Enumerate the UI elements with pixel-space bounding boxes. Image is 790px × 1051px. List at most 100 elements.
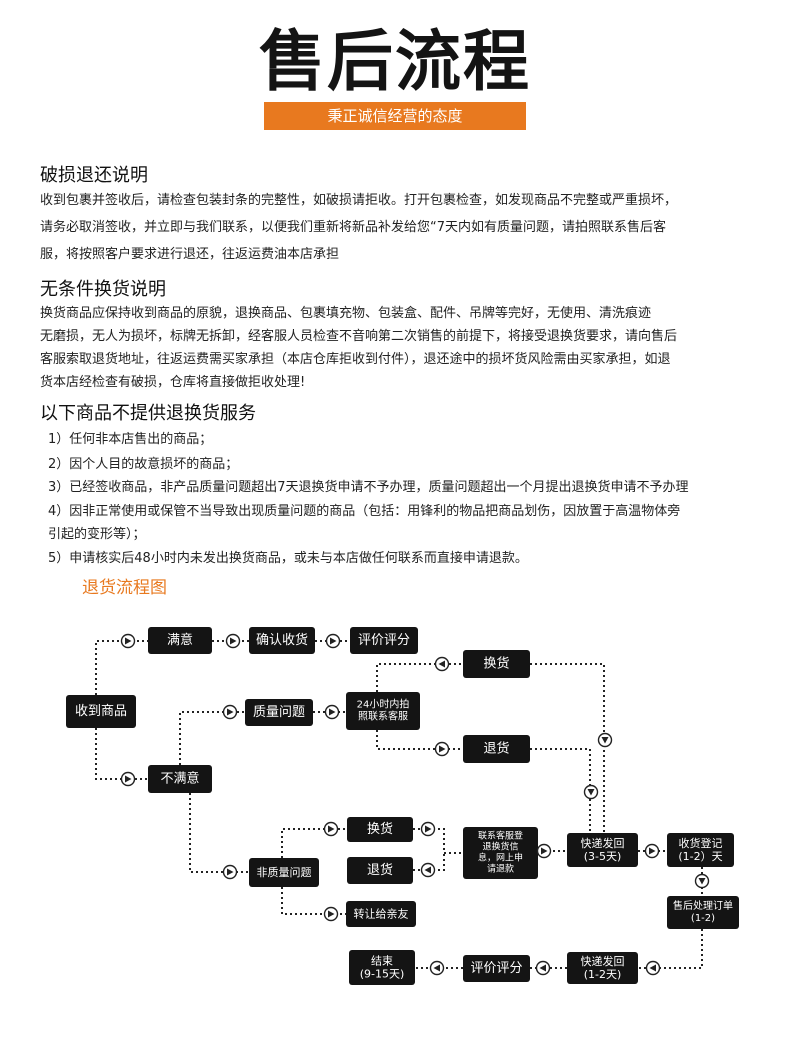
flow-node-label: 快递发回 [581,954,625,968]
flow-node-label: 换货 [367,821,393,837]
flow-arrow-icon [434,656,450,672]
flow-connector [376,730,463,750]
list-item: 引起的变形等）； [48,527,146,542]
flow-arrow-icon [120,633,136,649]
flow-node-gift: 转让给亲友 [346,901,416,927]
flow-connector [530,748,591,833]
section-heading-damage-return: 破损退还说明 [40,165,148,186]
flow-connector [281,887,346,915]
flow-node-label: 请退款 [487,863,514,875]
flow-node-label: 收到商品 [75,704,127,719]
flow-node-unsatisfied: 不满意 [148,765,212,793]
flow-node-label: 联系客服登 [478,830,523,842]
section-text-line: 收到包裹并签收后，请检查包装封条的完整性，如破损请拒收。打开包裹检查，如发现商品… [40,193,678,208]
flow-title: 退货流程图 [82,578,167,598]
flow-node-label: (1-2）天 [678,850,722,863]
flow-arrow-icon [429,960,445,976]
flow-node-label: 质量问题 [253,705,305,720]
flow-node-rate2: 评价评分 [463,955,530,982]
flow-node-confirm: 确认收货 [249,627,315,654]
flow-node-label: 结束 [371,955,393,968]
section-text-line: 货本店经检查有破损，仓库将直接做拒收处理! [40,375,306,390]
flow-node-label: 非质量问题 [257,866,312,879]
section-text-line: 换货商品应保持收到商品的原貌，退换商品、包裹填充物、包装盒、配件、吊牌等完好，无… [40,306,652,321]
flow-node-label: 评价评分 [470,961,522,976]
flow-node-label: 24小时内拍 [357,698,410,711]
flow-node-label: 确认收货 [256,632,308,648]
flow-arrow-icon [597,732,613,748]
flow-node-received: 收到商品 [66,695,136,728]
flow-arrow-icon [420,821,436,837]
flow-node-rate1: 评价评分 [350,627,418,654]
flow-node-label: 照联系客服 [358,710,408,723]
flow-connector [281,828,347,858]
flow-arrow-icon [694,873,710,889]
flow-node-label: 收货登记 [679,836,723,850]
list-item: 5）申请核实后48小时内未发出换货商品，或未与本店做任何联系而直接申请退款。 [48,551,528,566]
list-item: 3）已经签收商品，非产品质量问题超出7天退换货申请不予办理，质量问题超出一个月提… [48,480,689,495]
flow-arrow-icon [434,741,450,757]
flow-node-label: 快递发回 [581,836,625,850]
flow-connector [530,663,605,833]
flow-connector [95,728,148,780]
flow-arrow-icon [645,960,661,976]
flow-node-ship2: 快递发回(1-2天) [567,952,638,984]
flow-node-return1: 退货 [463,735,530,763]
flow-node-label: (3-5天) [584,850,622,863]
flow-connector [179,711,245,765]
flow-arrow-icon [325,633,341,649]
flow-node-label: 售后处理订单 [673,899,733,912]
flow-arrow-icon [536,843,552,859]
page-title: 售后流程 [259,23,531,100]
section-heading-unconditional-exchange: 无条件换货说明 [40,279,166,300]
flow-node-label: 退货 [483,741,509,757]
flow-node-end: 结束(9-15天) [349,950,415,985]
slogan-banner: 秉正诚信经营的态度 [264,102,526,130]
flow-node-exchange1: 换货 [463,650,530,678]
flow-node-exchange2: 换货 [347,817,413,842]
flow-node-label: (1-2) [691,913,715,924]
flow-arrow-icon [222,864,238,880]
flow-node-label: 评价评分 [358,633,410,648]
flow-node-return2: 退货 [347,857,413,884]
flow-node-label: (1-2天) [584,968,622,981]
list-item: 4）因非正常使用或保管不当导致出现质量问题的商品（包括：用锋利的物品把商品划伤，… [48,504,681,519]
list-item: 1）任何非本店售出的商品； [48,432,213,447]
flow-arrow-icon [120,771,136,787]
flow-arrow-icon [535,960,551,976]
flow-connector [95,640,148,695]
flow-node-label: 退换货信 [482,841,518,853]
list-item: 2）因个人目的故意损坏的商品； [48,457,239,472]
flow-node-label: 息，网上申 [478,852,523,864]
flow-node-label: 换货 [483,656,509,672]
flow-arrow-icon [583,784,599,800]
flow-node-label: (9-15天) [360,968,405,981]
flow-node-label: 不满意 [160,771,199,787]
flow-node-label: 满意 [167,632,193,648]
flow-arrow-icon [323,821,339,837]
flow-arrow-icon [323,906,339,922]
section-text-line: 无磨损，无人为损坏，标牌无拆卸，经客服人员检查不音响第二次销售的前提下，将接受退… [40,329,678,344]
flow-node-nonquality: 非质量问题 [249,858,319,887]
flow-arrow-icon [222,704,238,720]
flow-connector [413,828,463,854]
flow-node-receipt: 收货登记(1-2）天 [667,833,734,867]
flow-arrow-icon [324,704,340,720]
flow-connector [189,793,249,873]
flow-node-ship1: 快递发回(3-5天) [567,833,638,867]
flow-connector [638,929,703,969]
flow-arrow-icon [420,862,436,878]
flow-connector [376,663,463,692]
flow-node-satisfied: 满意 [148,627,212,654]
flow-arrow-icon [225,633,241,649]
section-text-line: 请务必取消签收，并立即与我们联系，以便我们重新将新品补发给您“7天内如有质量问题… [40,220,667,235]
section-text-line: 客服索取退货地址，往返运费需买家承担（本店仓库拒收到付件），退还途中的损坏货风险… [40,352,671,367]
section-heading-no-return: 以下商品不提供退换货服务 [40,403,256,424]
flow-arrow-icon [644,843,660,859]
flow-node-process: 售后处理订单(1-2) [667,896,739,929]
flow-node-label: 退货 [367,862,393,878]
flow-node-quality: 质量问题 [245,699,313,726]
